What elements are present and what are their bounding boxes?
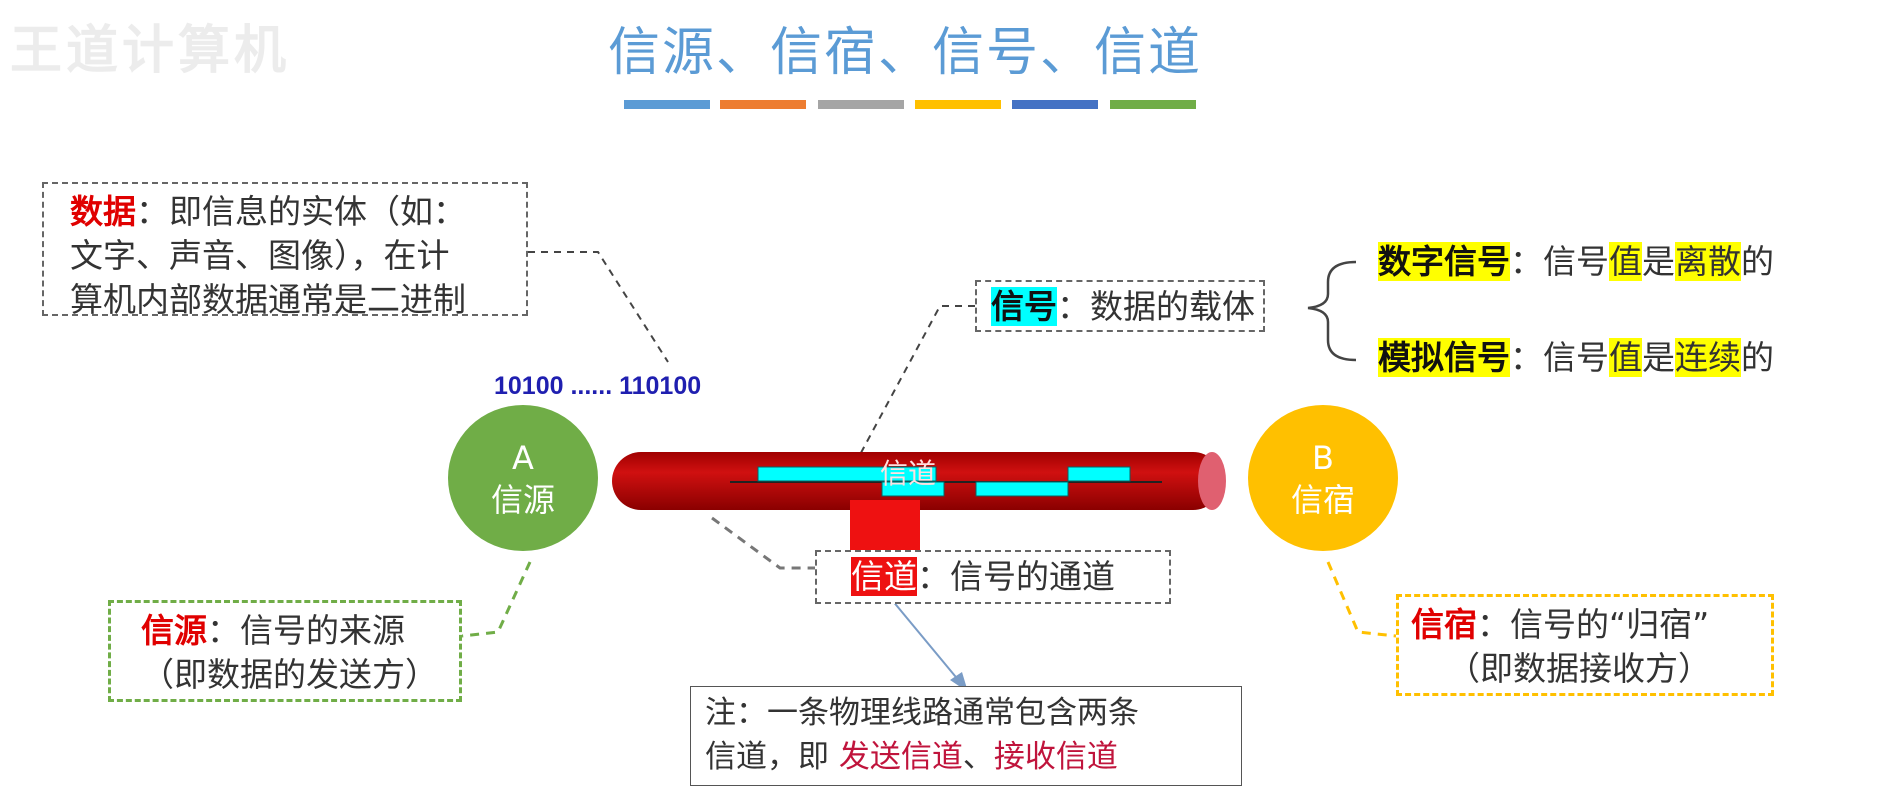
note-separator: 、	[962, 739, 994, 775]
wave-pulse	[881, 481, 945, 497]
analog-term: 模拟信号	[1378, 338, 1510, 377]
wave-pulse	[757, 466, 937, 482]
watermark-logo: 王道计算机	[10, 21, 291, 81]
pipe-label: 信道	[880, 457, 937, 490]
note-arrow-line	[891, 599, 961, 683]
sink-node-label: 信宿	[1290, 481, 1355, 519]
source-node-letter: A	[512, 439, 534, 477]
digital-term: 数字信号	[1378, 242, 1510, 281]
digital-text-2: 是	[1642, 242, 1675, 281]
digital-highlight-value: 值	[1609, 242, 1642, 281]
title-underline-segment	[720, 100, 806, 109]
note-line1: 注：一条物理线路通常包含两条	[705, 695, 1139, 731]
sink-text: ：信号的“归宿”	[1477, 605, 1710, 644]
channel-text: ：信号的通道	[917, 557, 1115, 596]
wave-pulse	[1067, 466, 1131, 482]
channel-connector	[711, 516, 815, 570]
analog-highlight-value: 值	[1609, 338, 1642, 377]
signal-connector	[855, 305, 975, 463]
note-line2-prefix: 信道，即	[705, 739, 839, 775]
analog-text-3: 的	[1741, 338, 1774, 377]
analog-text-2: 是	[1642, 338, 1675, 377]
signal-term: 信号	[991, 287, 1057, 326]
note-box: 注：一条物理线路通常包含两条 信道，即 发送信道、接收信道	[690, 686, 1242, 786]
page-title: 信源、信宿、信号、信道	[607, 23, 1202, 83]
data-line2: 文字、声音、图像），在计	[70, 236, 450, 275]
source-text: ：信号的来源	[207, 611, 405, 650]
source-node-circle: A 信源	[448, 405, 598, 551]
source-connector	[461, 561, 532, 638]
sink-box: 信宿：信号的“归宿” （即数据接收方）	[1396, 594, 1774, 696]
digital-text-1: ：信号	[1510, 242, 1609, 281]
sink-line2: （即数据接收方）	[1447, 649, 1711, 688]
source-line2: （即数据的发送方）	[141, 655, 438, 694]
digital-signal-definition: 数字信号：信号值是离散的	[1378, 240, 1774, 284]
channel-term: 信道	[851, 557, 917, 596]
title-underline-segment	[818, 100, 904, 109]
binary-sequence: 10100 ...... 110100	[494, 372, 702, 400]
sink-term: 信宿	[1411, 605, 1477, 644]
sink-node-letter: B	[1312, 439, 1334, 477]
data-term: 数据	[70, 192, 136, 231]
data-line1: ：即信息的实体（如：	[136, 192, 466, 231]
source-node-label: 信源	[490, 481, 555, 519]
data-box: 数据：即信息的实体（如： 文字、声音、图像），在计 算机内部数据通常是二进制	[42, 182, 528, 319]
pipe-end-cap	[1198, 452, 1226, 510]
analog-highlight-continuous: 连续	[1675, 338, 1741, 377]
analog-signal-definition: 模拟信号：信号值是连续的	[1378, 336, 1774, 380]
data-line3: 算机内部数据通常是二进制	[70, 280, 466, 319]
sink-connector	[1326, 561, 1397, 638]
digital-highlight-discrete: 离散	[1675, 242, 1741, 281]
wave-pulse	[975, 481, 1069, 497]
title-underline-segment	[915, 100, 1001, 109]
signal-box: 信号：数据的载体	[975, 280, 1265, 332]
title-underline-segment	[1110, 100, 1196, 109]
brace-icon	[1307, 260, 1357, 362]
source-box: 信源：信号的来源 （即数据的发送方）	[108, 600, 462, 702]
source-term: 信源	[141, 611, 207, 650]
analog-text-1: ：信号	[1510, 338, 1609, 377]
note-send-channel: 发送信道	[838, 739, 963, 775]
channel-box: 信道：信号的通道	[815, 550, 1171, 604]
note-receive-channel: 接收信道	[993, 739, 1118, 775]
data-connector	[528, 251, 669, 363]
digital-text-3: 的	[1741, 242, 1774, 281]
channel-pipe	[612, 452, 1226, 580]
title-underline-segment	[624, 100, 710, 109]
signal-text: ：数据的载体	[1057, 287, 1255, 326]
sink-node-circle: B 信宿	[1248, 405, 1398, 551]
title-underline-segment	[1012, 100, 1098, 109]
